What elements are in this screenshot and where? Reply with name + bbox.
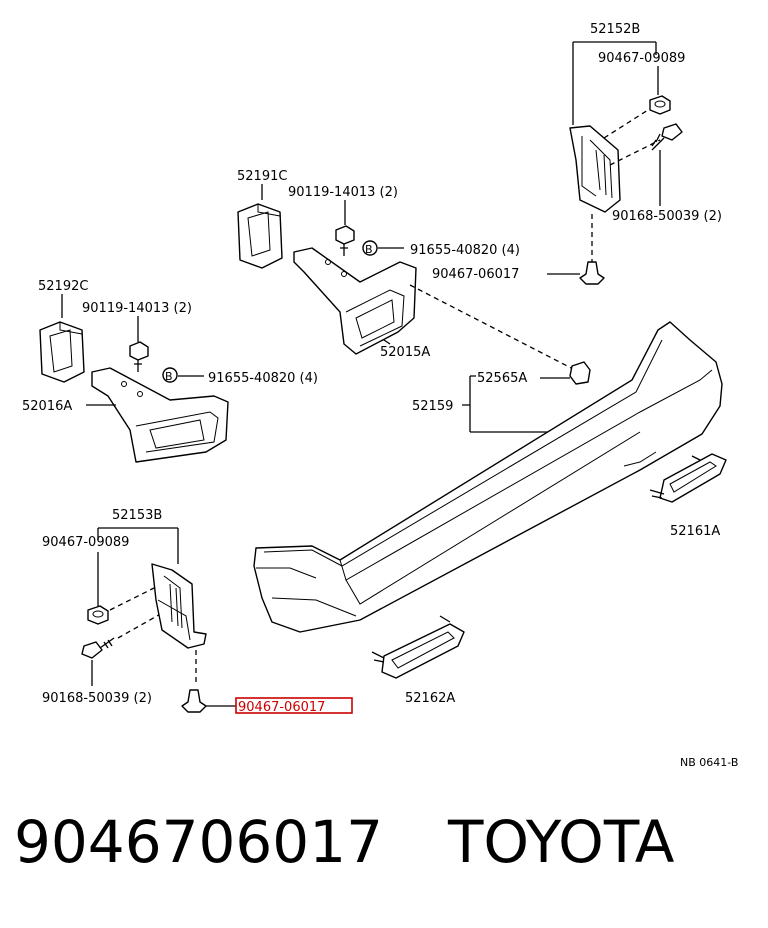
label-clip-highlighted: 90467-06017	[238, 700, 325, 715]
label-52565a: 52565A	[477, 371, 527, 386]
reflector-right-group: 52161A	[649, 453, 727, 539]
screw-left-icon	[81, 637, 115, 659]
bolt-left-icon	[129, 341, 149, 372]
label-bottom-left-screw: 90168-50039 (2)	[42, 691, 152, 706]
label-52162a: 52162A	[405, 691, 455, 706]
label-bottom-left-nut: 90467-09089	[42, 535, 129, 550]
bumper-clip-icon	[569, 361, 591, 385]
parts-diagram: 52152B 90467-09089 90168-50039 (2) 90467…	[22, 22, 738, 769]
retainer-block-icon	[237, 203, 283, 269]
bolt-icon	[335, 225, 355, 256]
label-52191c: 52191C	[237, 169, 287, 184]
label-52153b: 52153B	[112, 508, 162, 523]
label-top-right-nut: 90467-09089	[598, 51, 685, 66]
label-52015a: 52015A	[380, 345, 430, 360]
reflector-left-icon	[371, 615, 465, 679]
screw-icon	[651, 123, 683, 151]
b-marker-label: B	[365, 243, 373, 256]
reflector-right-icon	[649, 453, 727, 503]
label-top-right-screw: 90168-50039 (2)	[612, 209, 722, 224]
retainer-block-left-icon	[39, 321, 85, 383]
b-marker-left-label: B	[165, 370, 173, 383]
label-b-nut-top: 91655-40820 (4)	[410, 243, 520, 258]
label-52159: 52159	[412, 399, 453, 414]
side-bracket-left-icon	[151, 563, 207, 649]
part-number: 9046706017	[14, 808, 384, 876]
flange-nut-left-icon	[87, 605, 109, 625]
reflector-left-group: 52162A	[371, 615, 465, 706]
label-52016a: 52016A	[22, 399, 72, 414]
label-52152b: 52152B	[590, 22, 640, 37]
side-bracket-icon	[569, 125, 621, 213]
top-right-bracket-group: 52152B 90467-09089 90168-50039 (2) 90467…	[432, 22, 722, 285]
bracket-52016a-icon	[91, 367, 229, 463]
label-52161a: 52161A	[670, 524, 720, 539]
label-bolt-left: 90119-14013 (2)	[82, 301, 192, 316]
b-marker-left-icon: B	[162, 367, 178, 383]
push-clip-left-icon	[181, 689, 207, 713]
bumper-cover-icon	[253, 321, 723, 633]
push-clip-icon	[579, 261, 605, 285]
flange-nut-icon	[649, 95, 671, 115]
left-bracket-group: 52192C 90119-14013 (2) B 91655-40820 (4)…	[22, 279, 318, 463]
bottom-left-bracket-group: 52153B 90467-09089 90168-50039 (2) 90467…	[42, 508, 353, 715]
label-52192c: 52192C	[38, 279, 88, 294]
label-bolt-top: 90119-14013 (2)	[288, 185, 398, 200]
bumper-cover-group: 52565A 52159	[253, 284, 723, 633]
label-b-nut-left: 91655-40820 (4)	[208, 371, 318, 386]
highlight-box	[235, 697, 353, 714]
b-marker-icon: B	[362, 240, 378, 256]
brand-name: TOYOTA	[448, 808, 675, 876]
center-bracket-group: 52191C 90119-14013 (2) B 91655-40820 (4)…	[237, 169, 520, 360]
bracket-52015a-icon	[293, 247, 417, 355]
label-clip-right: 90467-06017	[432, 267, 519, 282]
diagram-code: NB 0641-B	[680, 756, 738, 769]
